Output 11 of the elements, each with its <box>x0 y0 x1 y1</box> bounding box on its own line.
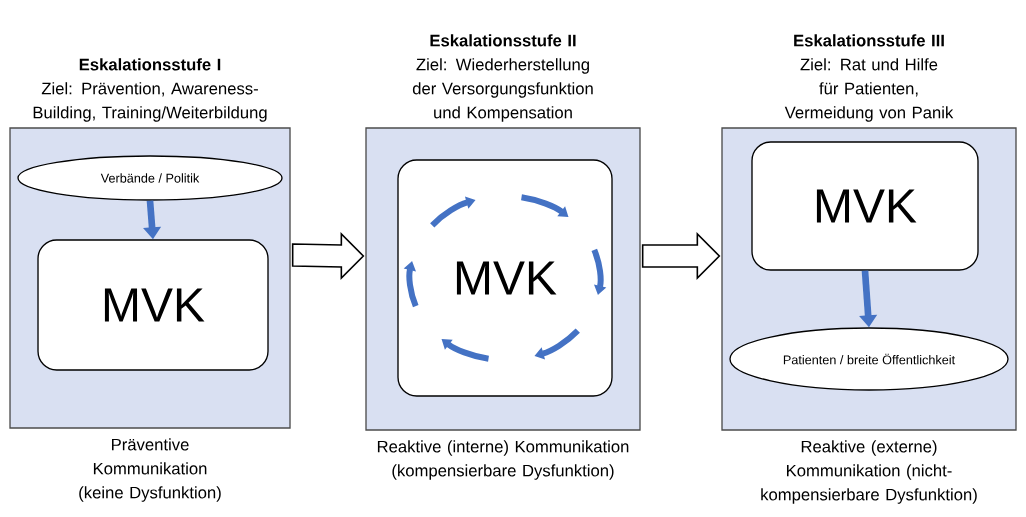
stage-heading: Eskalationsstufe II Ziel: Wiederherstellung der Versorgungsfunktion und Kompensation <box>412 34 593 122</box>
stage-heading: Eskalationsstufe I Ziel: Prävention, Awareness-Building, Training/Weiterbildung <box>33 58 267 122</box>
stage-heading: Eskalationsstufe III Ziel: Rat und Hilfe für Patienten, Vermeidung von Panik <box>784 34 954 122</box>
process-box: MVK <box>751 141 979 271</box>
block-arrow <box>291 232 365 280</box>
stage-caption: Präventive Kommunikation (keine Dysfunktion) <box>79 438 221 502</box>
stage-caption: Reaktive (externe) Kommunikation (nicht-kompensierbare Dysfunktion) <box>761 440 977 504</box>
block-arrow <box>641 232 721 280</box>
process-box: MVK <box>397 159 613 397</box>
process-box: MVK <box>37 239 269 371</box>
stage-caption: Reaktive (interne) Kommunikation (kompensierbare Dysfunktion) <box>377 440 629 480</box>
